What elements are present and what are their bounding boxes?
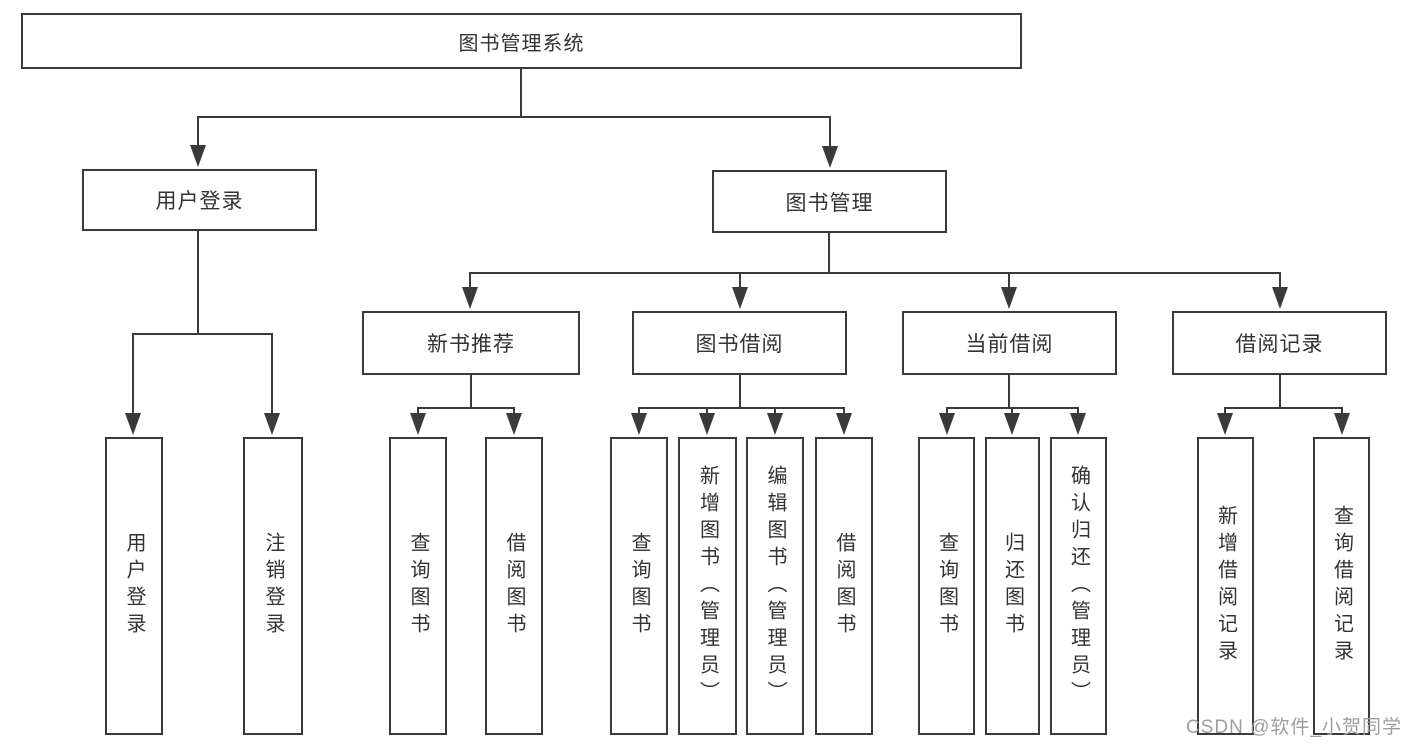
leaf-add-book-admin: 新增图书（管理员）	[678, 437, 737, 735]
arrowhead	[631, 413, 647, 435]
node-borrow-records: 借阅记录	[1172, 311, 1387, 375]
node-label: 图书管理系统	[458, 32, 585, 55]
arrowhead	[836, 413, 852, 435]
leaf-add-borrow-record: 新增借阅记录	[1197, 437, 1254, 735]
arrowhead	[125, 413, 141, 435]
leaf-return-book: 归还图书	[985, 437, 1040, 735]
node-label: 借阅图书	[833, 532, 855, 640]
arrowhead	[732, 287, 748, 309]
leaf-borrow-book: 借阅图书	[815, 437, 873, 735]
node-label: 查询图书	[407, 532, 429, 640]
arrowhead	[1217, 413, 1233, 435]
leaf-logout: 注销登录	[243, 437, 303, 735]
leaf-query-book-current: 查询图书	[918, 437, 975, 735]
node-library-system: 图书管理系统	[21, 13, 1022, 69]
leaf-borrow-book-recommend: 借阅图书	[485, 437, 543, 735]
node-label: 查询图书	[935, 532, 958, 640]
node-label: 图书管理	[785, 191, 874, 215]
node-label: 借阅记录	[1235, 333, 1324, 356]
arrowhead	[939, 413, 955, 435]
node-label: 查询图书	[628, 532, 650, 640]
node-label: 借阅图书	[503, 532, 525, 640]
arrowhead	[1334, 413, 1350, 435]
arrowhead	[822, 146, 838, 168]
arrowhead	[1001, 287, 1017, 309]
node-user-login: 用户登录	[82, 169, 317, 231]
leaf-user-login: 用户登录	[105, 437, 163, 735]
node-book-borrow: 图书借阅	[632, 311, 847, 375]
leaf-edit-book-admin: 编辑图书（管理员）	[746, 437, 804, 735]
arrowhead	[264, 413, 280, 435]
node-label: 用户登录	[155, 190, 244, 213]
arrowhead	[1004, 413, 1020, 435]
arrowhead	[506, 413, 522, 435]
leaf-confirm-return-admin: 确认归还（管理员）	[1050, 437, 1107, 735]
node-label: 查询借阅记录	[1330, 505, 1353, 667]
node-label: 图书借阅	[695, 333, 784, 356]
arrowhead	[1070, 413, 1086, 435]
arrowhead	[462, 287, 478, 309]
arrowhead	[190, 145, 206, 167]
node-label: 确认归还（管理员）	[1067, 464, 1090, 708]
node-label: 当前借阅	[965, 333, 1054, 356]
node-current-borrow: 当前借阅	[902, 311, 1117, 375]
node-book-management: 图书管理	[712, 170, 947, 233]
node-new-book-recommend: 新书推荐	[362, 311, 580, 375]
leaf-query-book-recommend: 查询图书	[389, 437, 447, 735]
arrowhead	[767, 413, 783, 435]
arrowhead	[1272, 287, 1288, 309]
node-label: 新增借阅记录	[1214, 505, 1237, 667]
node-label: 新书推荐	[427, 333, 515, 356]
leaf-query-borrow-record: 查询借阅记录	[1313, 437, 1370, 735]
leaf-query-book: 查询图书	[610, 437, 668, 735]
node-label: 注销登录	[262, 532, 284, 640]
arrowhead	[410, 413, 426, 435]
node-label: 编辑图书（管理员）	[764, 464, 786, 708]
csdn-watermark: CSDN @软件_小贺同学	[1186, 717, 1402, 738]
node-label: 归还图书	[1001, 532, 1024, 640]
node-label: 用户登录	[123, 532, 145, 640]
node-label: 新增图书（管理员）	[696, 464, 719, 708]
arrowhead	[699, 413, 715, 435]
